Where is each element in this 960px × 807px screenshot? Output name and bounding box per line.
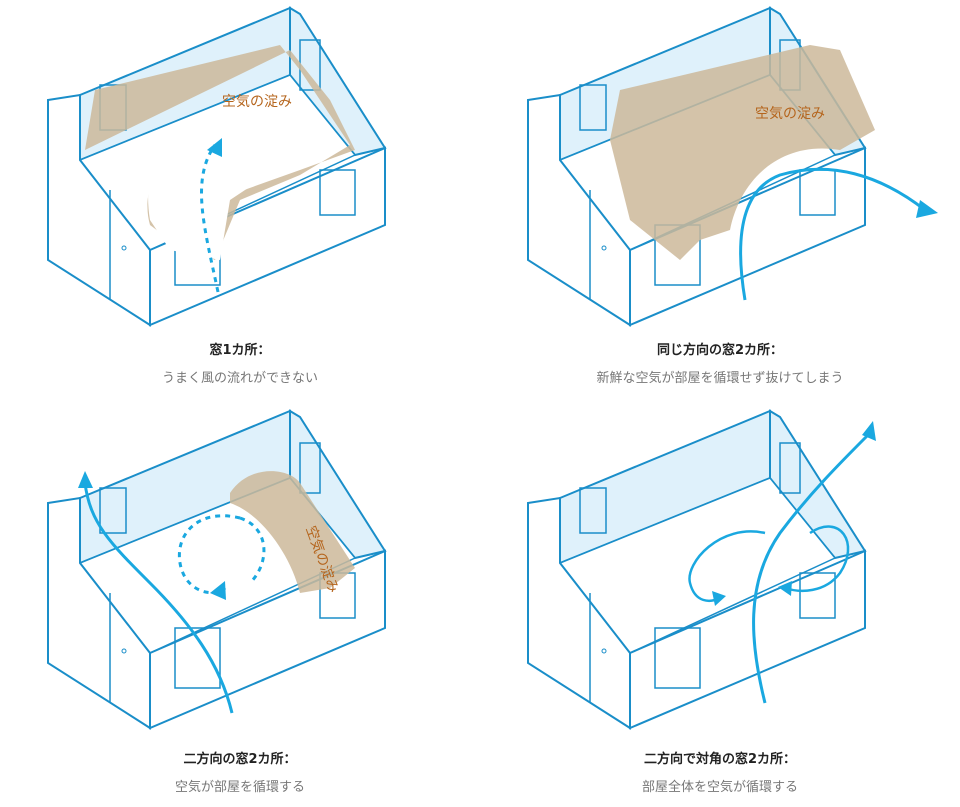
panel-description: 新鮮な空気が部屋を循環せず抜けてしまう <box>596 371 844 386</box>
airflow-arrow <box>200 144 220 293</box>
panel-same-direction-windows: 空気の淀み 同じ方向の窓2カ所： 新鮮な空気が部屋を循環せず抜けてしまう <box>480 0 960 403</box>
airflow-arrow <box>739 167 926 301</box>
room-box <box>527 409 867 730</box>
room-diagram-two-direction: 空気の淀み <box>47 409 387 730</box>
circulation-arrow <box>784 525 850 593</box>
panel-diagonal-windows: 二方向で対角の窓2カ所： 部屋全体を空気が循環する <box>480 403 960 806</box>
arrowhead-icon <box>78 471 93 488</box>
panel-one-window: 空気の淀み 窓1カ所： うまく風の流れができない <box>0 0 480 403</box>
panel-description: うまく風の流れができない <box>161 371 318 386</box>
arrowhead-icon <box>712 591 726 606</box>
room-diagram-diagonal <box>527 409 876 730</box>
panel-description: 部屋全体を空気が循環する <box>641 780 798 795</box>
arrowhead-icon <box>207 138 222 157</box>
room-diagram-one-window: 空気の淀み <box>47 6 387 327</box>
panel-title: 二方向で対角の窓2カ所： <box>643 752 797 767</box>
panel-title: 窓1カ所： <box>209 343 271 358</box>
airflow-arrow <box>83 482 234 714</box>
panel-two-direction-windows: 空気の淀み 二方向の窓2カ所： 空気が部屋を循環する <box>0 403 480 806</box>
circulation-arrow <box>239 516 266 585</box>
arrowhead-icon <box>210 581 226 600</box>
fresh-air-area <box>148 120 277 260</box>
stagnant-air-area <box>610 45 875 260</box>
stagnant-air-area <box>230 471 355 593</box>
arrowhead-icon <box>916 200 938 218</box>
arrowhead-icon <box>862 421 876 441</box>
room-diagram-same-direction: 空気の淀み <box>527 6 938 327</box>
stagnant-air-label: 空気の淀み <box>755 106 825 122</box>
panel-title: 同じ方向の窓2カ所： <box>656 343 784 358</box>
panel-description: 空気が部屋を循環する <box>174 780 305 795</box>
circulation-arrow <box>688 530 766 602</box>
stagnant-air-label: 空気の淀み <box>222 94 292 110</box>
arrowhead-icon <box>778 581 792 596</box>
panel-title: 二方向の窓2カ所： <box>183 752 297 767</box>
airflow-arrow <box>752 431 872 704</box>
circulation-arrow <box>177 514 241 595</box>
